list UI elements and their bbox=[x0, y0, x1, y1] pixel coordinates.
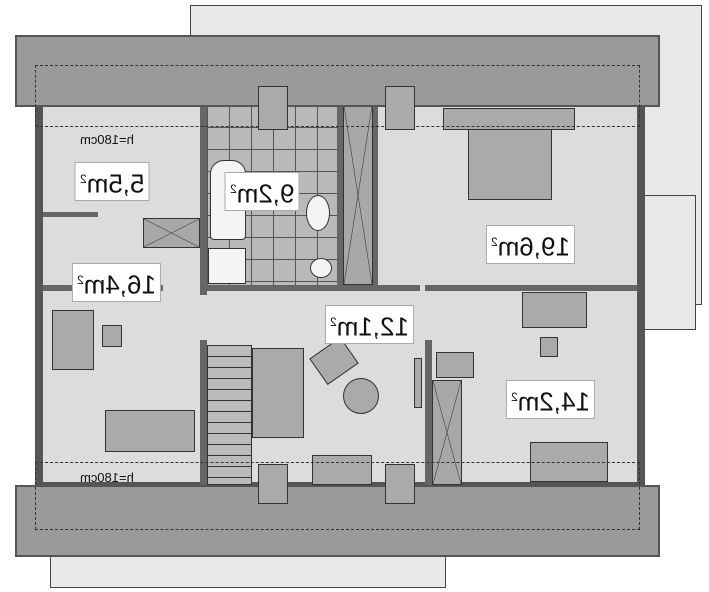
roof-outline-bottom bbox=[35, 462, 640, 530]
wall bbox=[200, 100, 207, 295]
area-value: 9,2m bbox=[236, 178, 295, 209]
closet bbox=[343, 105, 373, 285]
desk-left bbox=[52, 310, 94, 370]
height-label: h=180cm bbox=[80, 132, 134, 147]
bed-left bbox=[105, 410, 195, 452]
area-unit: 2 bbox=[80, 172, 87, 186]
height-label: h=180cm bbox=[80, 470, 134, 485]
staircase bbox=[207, 345, 252, 485]
desk bbox=[522, 292, 587, 328]
skylight bbox=[385, 464, 415, 504]
roof-outline-top bbox=[35, 65, 640, 127]
skylight bbox=[258, 464, 288, 504]
area-unit: 2 bbox=[230, 182, 237, 196]
wall bbox=[372, 100, 378, 290]
area-value: 14,2m bbox=[517, 386, 590, 417]
area-unit: 2 bbox=[491, 235, 498, 249]
chair-left bbox=[102, 325, 122, 347]
balcony bbox=[640, 195, 696, 330]
room-area-label: 12,1m2 bbox=[325, 305, 414, 344]
kitchenette bbox=[436, 352, 474, 378]
skylight bbox=[385, 86, 415, 130]
round-table bbox=[343, 378, 379, 414]
room-area-label: 19,6m2 bbox=[486, 225, 575, 264]
area-value: 12,1m bbox=[336, 311, 409, 342]
chair bbox=[540, 337, 558, 357]
closet bbox=[143, 218, 200, 248]
tv bbox=[414, 358, 422, 408]
roof-bottom bbox=[15, 485, 660, 557]
area-unit: 2 bbox=[77, 273, 84, 287]
shower bbox=[208, 248, 246, 284]
area-value: 16,4m bbox=[83, 269, 156, 300]
bed-double bbox=[468, 128, 552, 200]
room-area-label: 16,4m2 bbox=[72, 263, 161, 302]
room-area-label: 5,5m2 bbox=[75, 162, 150, 201]
room-area-label: 9,2m2 bbox=[225, 172, 300, 211]
wardrobe-top bbox=[443, 108, 575, 130]
toilet bbox=[310, 258, 332, 278]
room-area-label: 14,2m2 bbox=[506, 380, 595, 419]
area-unit: 2 bbox=[511, 390, 518, 404]
area-value: 5,5m bbox=[86, 168, 145, 199]
wall bbox=[200, 285, 420, 291]
wall bbox=[337, 100, 343, 290]
area-value: 19,6m bbox=[497, 231, 570, 262]
sofa bbox=[312, 455, 372, 485]
closet bbox=[432, 380, 462, 485]
roof-top bbox=[15, 35, 660, 107]
skylight bbox=[258, 86, 288, 130]
wall bbox=[43, 212, 98, 217]
wall bbox=[425, 285, 637, 291]
wall bbox=[200, 340, 207, 485]
sink bbox=[306, 195, 330, 231]
area-unit: 2 bbox=[330, 315, 337, 329]
wall bbox=[425, 340, 432, 485]
stair-void bbox=[252, 348, 304, 438]
